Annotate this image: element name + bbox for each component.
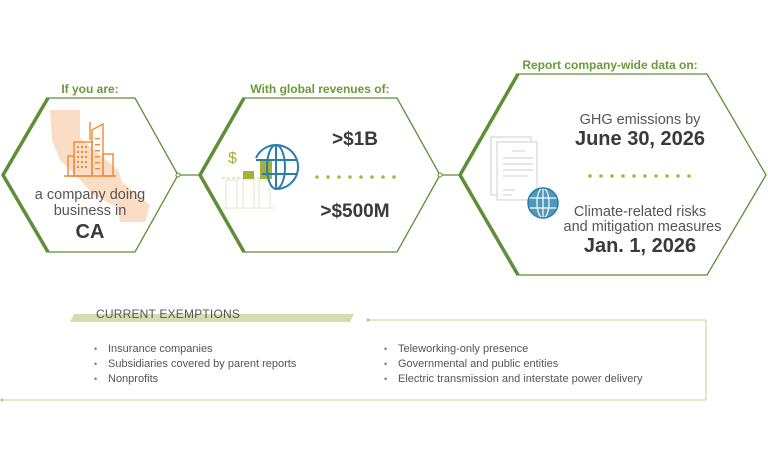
ghg-emissions-text: GHG emissions by xyxy=(579,112,701,128)
dotted-separator-3 xyxy=(588,174,691,178)
connector-1-2 xyxy=(175,172,200,178)
dotted-separator-2 xyxy=(315,175,396,179)
revenue-globe-icon: $ xyxy=(222,144,300,209)
exemption-item: Governmental and public entities xyxy=(384,357,643,372)
connector-2-3 xyxy=(437,172,460,178)
step-1-emphasis: CA xyxy=(75,221,105,243)
climate-risks-line-1: Climate-related risks xyxy=(573,204,707,220)
exemption-item: Teleworking-only presence xyxy=(384,342,643,357)
revenue-threshold-bottom: >$500M xyxy=(320,201,390,222)
exemptions-list-left: Insurance companies Subsidiaries covered… xyxy=(94,342,296,387)
exemptions-frame xyxy=(0,314,707,402)
exemption-item: Insurance companies xyxy=(94,342,296,357)
exemption-item: Nonprofits xyxy=(94,372,296,387)
svg-text:$: $ xyxy=(228,150,237,167)
documents-globe-icon xyxy=(490,136,559,219)
step-1-line-2: business in xyxy=(53,203,127,219)
exemption-item: Subsidiaries covered by parent reports xyxy=(94,357,296,372)
revenue-threshold-top: >$1B xyxy=(332,129,378,150)
exemption-item: Electric transmission and interstate pow… xyxy=(384,372,643,387)
step-1-line-1: a company doing xyxy=(34,187,146,203)
step-3-label: Report company-wide data on: xyxy=(522,58,698,72)
climate-risks-date: Jan. 1, 2026 xyxy=(583,235,697,257)
california-buildings-icon xyxy=(50,110,150,222)
step-1-label: If you are: xyxy=(61,82,119,96)
hexagon-step-2 xyxy=(197,97,441,253)
step-2-label: With global revenues of: xyxy=(250,82,390,96)
exemptions-title: CURRENT EXEMPTIONS xyxy=(96,307,241,321)
climate-risks-line-2: and mitigation measures xyxy=(563,219,722,235)
exemptions-list-right: Teleworking-only presence Governmental a… xyxy=(384,342,643,387)
hexagon-step-3 xyxy=(457,73,767,276)
ghg-emissions-date: June 30, 2026 xyxy=(574,128,706,150)
